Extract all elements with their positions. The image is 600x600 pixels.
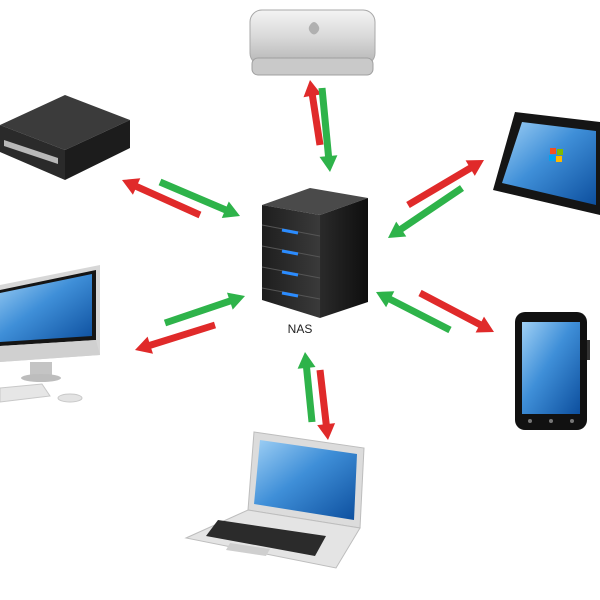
arrow-to-laptop (316, 369, 336, 440)
arrow-from-laptop (297, 352, 316, 423)
laptop-icon (184, 431, 365, 569)
arrow-from-imac (163, 292, 245, 327)
arrow-to-mac-mini (303, 80, 324, 146)
arrow-to-smartphone (418, 289, 494, 333)
arrow-from-mac-mini (318, 87, 338, 172)
nas-server-icon (261, 188, 368, 318)
tablet-icon (493, 112, 600, 215)
imac-icon (0, 265, 100, 403)
desktop-box-icon (0, 95, 130, 180)
connection-arrows (122, 80, 494, 440)
arrow-to-desktop-box (122, 178, 202, 219)
mac-mini-icon (249, 9, 376, 76)
arrow-from-tablet (388, 185, 464, 238)
arrow-to-tablet (406, 160, 484, 208)
arrow-from-smartphone (376, 291, 452, 334)
arrow-to-imac (135, 321, 216, 354)
nas-label: NAS (287, 322, 313, 336)
arrow-from-desktop-box (158, 178, 240, 218)
smartphone-icon (515, 312, 590, 430)
